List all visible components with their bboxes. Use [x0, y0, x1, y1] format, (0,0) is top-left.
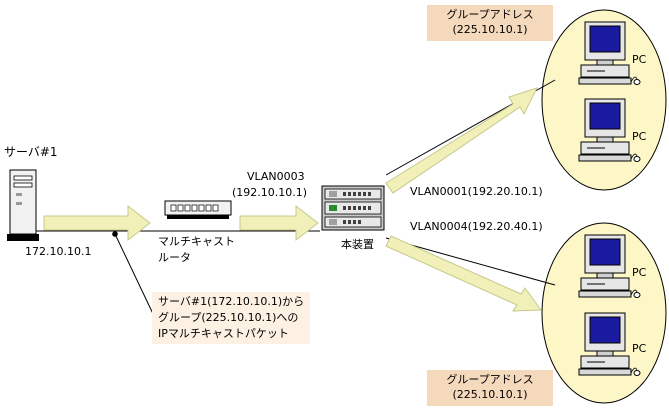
group-address-bottom-line1: グループアドレス: [446, 373, 534, 386]
callout-line2: グループ(225.10.10.1)への: [158, 311, 299, 324]
arrow-server-to-router: [43, 204, 151, 242]
arrow-switch-to-bottom: [385, 235, 542, 312]
vlan-upstream-ip: (192.10.10.1): [232, 186, 308, 199]
router-label-line1: マルチキャスト: [158, 235, 235, 248]
vlan-out-top-label: VLAN0001(192.20.10.1): [410, 185, 543, 198]
arrow-router-to-switch: [239, 204, 319, 242]
switch-label: 本装置: [341, 238, 374, 251]
callout-line3: IPマルチキャストパケット: [158, 327, 289, 340]
vlan-out-bottom-label: VLAN0004(192.20.40.1): [410, 220, 543, 233]
router-label-line2: ルータ: [158, 251, 191, 264]
server-icon: [7, 169, 39, 241]
pc-label-2: PC: [632, 130, 647, 143]
pc-label-1: PC: [632, 53, 647, 66]
router-icon: [164, 200, 232, 219]
switch-icon: [321, 185, 385, 231]
group-address-top-line2: (225.10.10.1): [452, 23, 528, 36]
group-address-box-bottom: グループアドレス (225.10.10.1): [427, 370, 553, 406]
group-address-bottom-line2: (225.10.10.1): [452, 388, 528, 401]
pc-label-4: PC: [632, 342, 647, 355]
multicast-callout: サーバ#1(172.10.10.1)から グループ(225.10.10.1)への…: [152, 292, 311, 344]
server-ip-label: 172.10.10.1: [25, 245, 92, 258]
pc-label-3: PC: [632, 266, 647, 279]
group-address-box-top: グループアドレス (225.10.10.1): [427, 5, 553, 41]
vlan-upstream-name: VLAN0003: [247, 170, 305, 183]
group-address-top-line1: グループアドレス: [446, 8, 534, 21]
arrow-switch-to-top: [385, 87, 538, 194]
callout-line1: サーバ#1(172.10.10.1)から: [158, 295, 305, 308]
server-label: サーバ#1: [4, 145, 58, 159]
flow-arrows: [43, 87, 542, 312]
